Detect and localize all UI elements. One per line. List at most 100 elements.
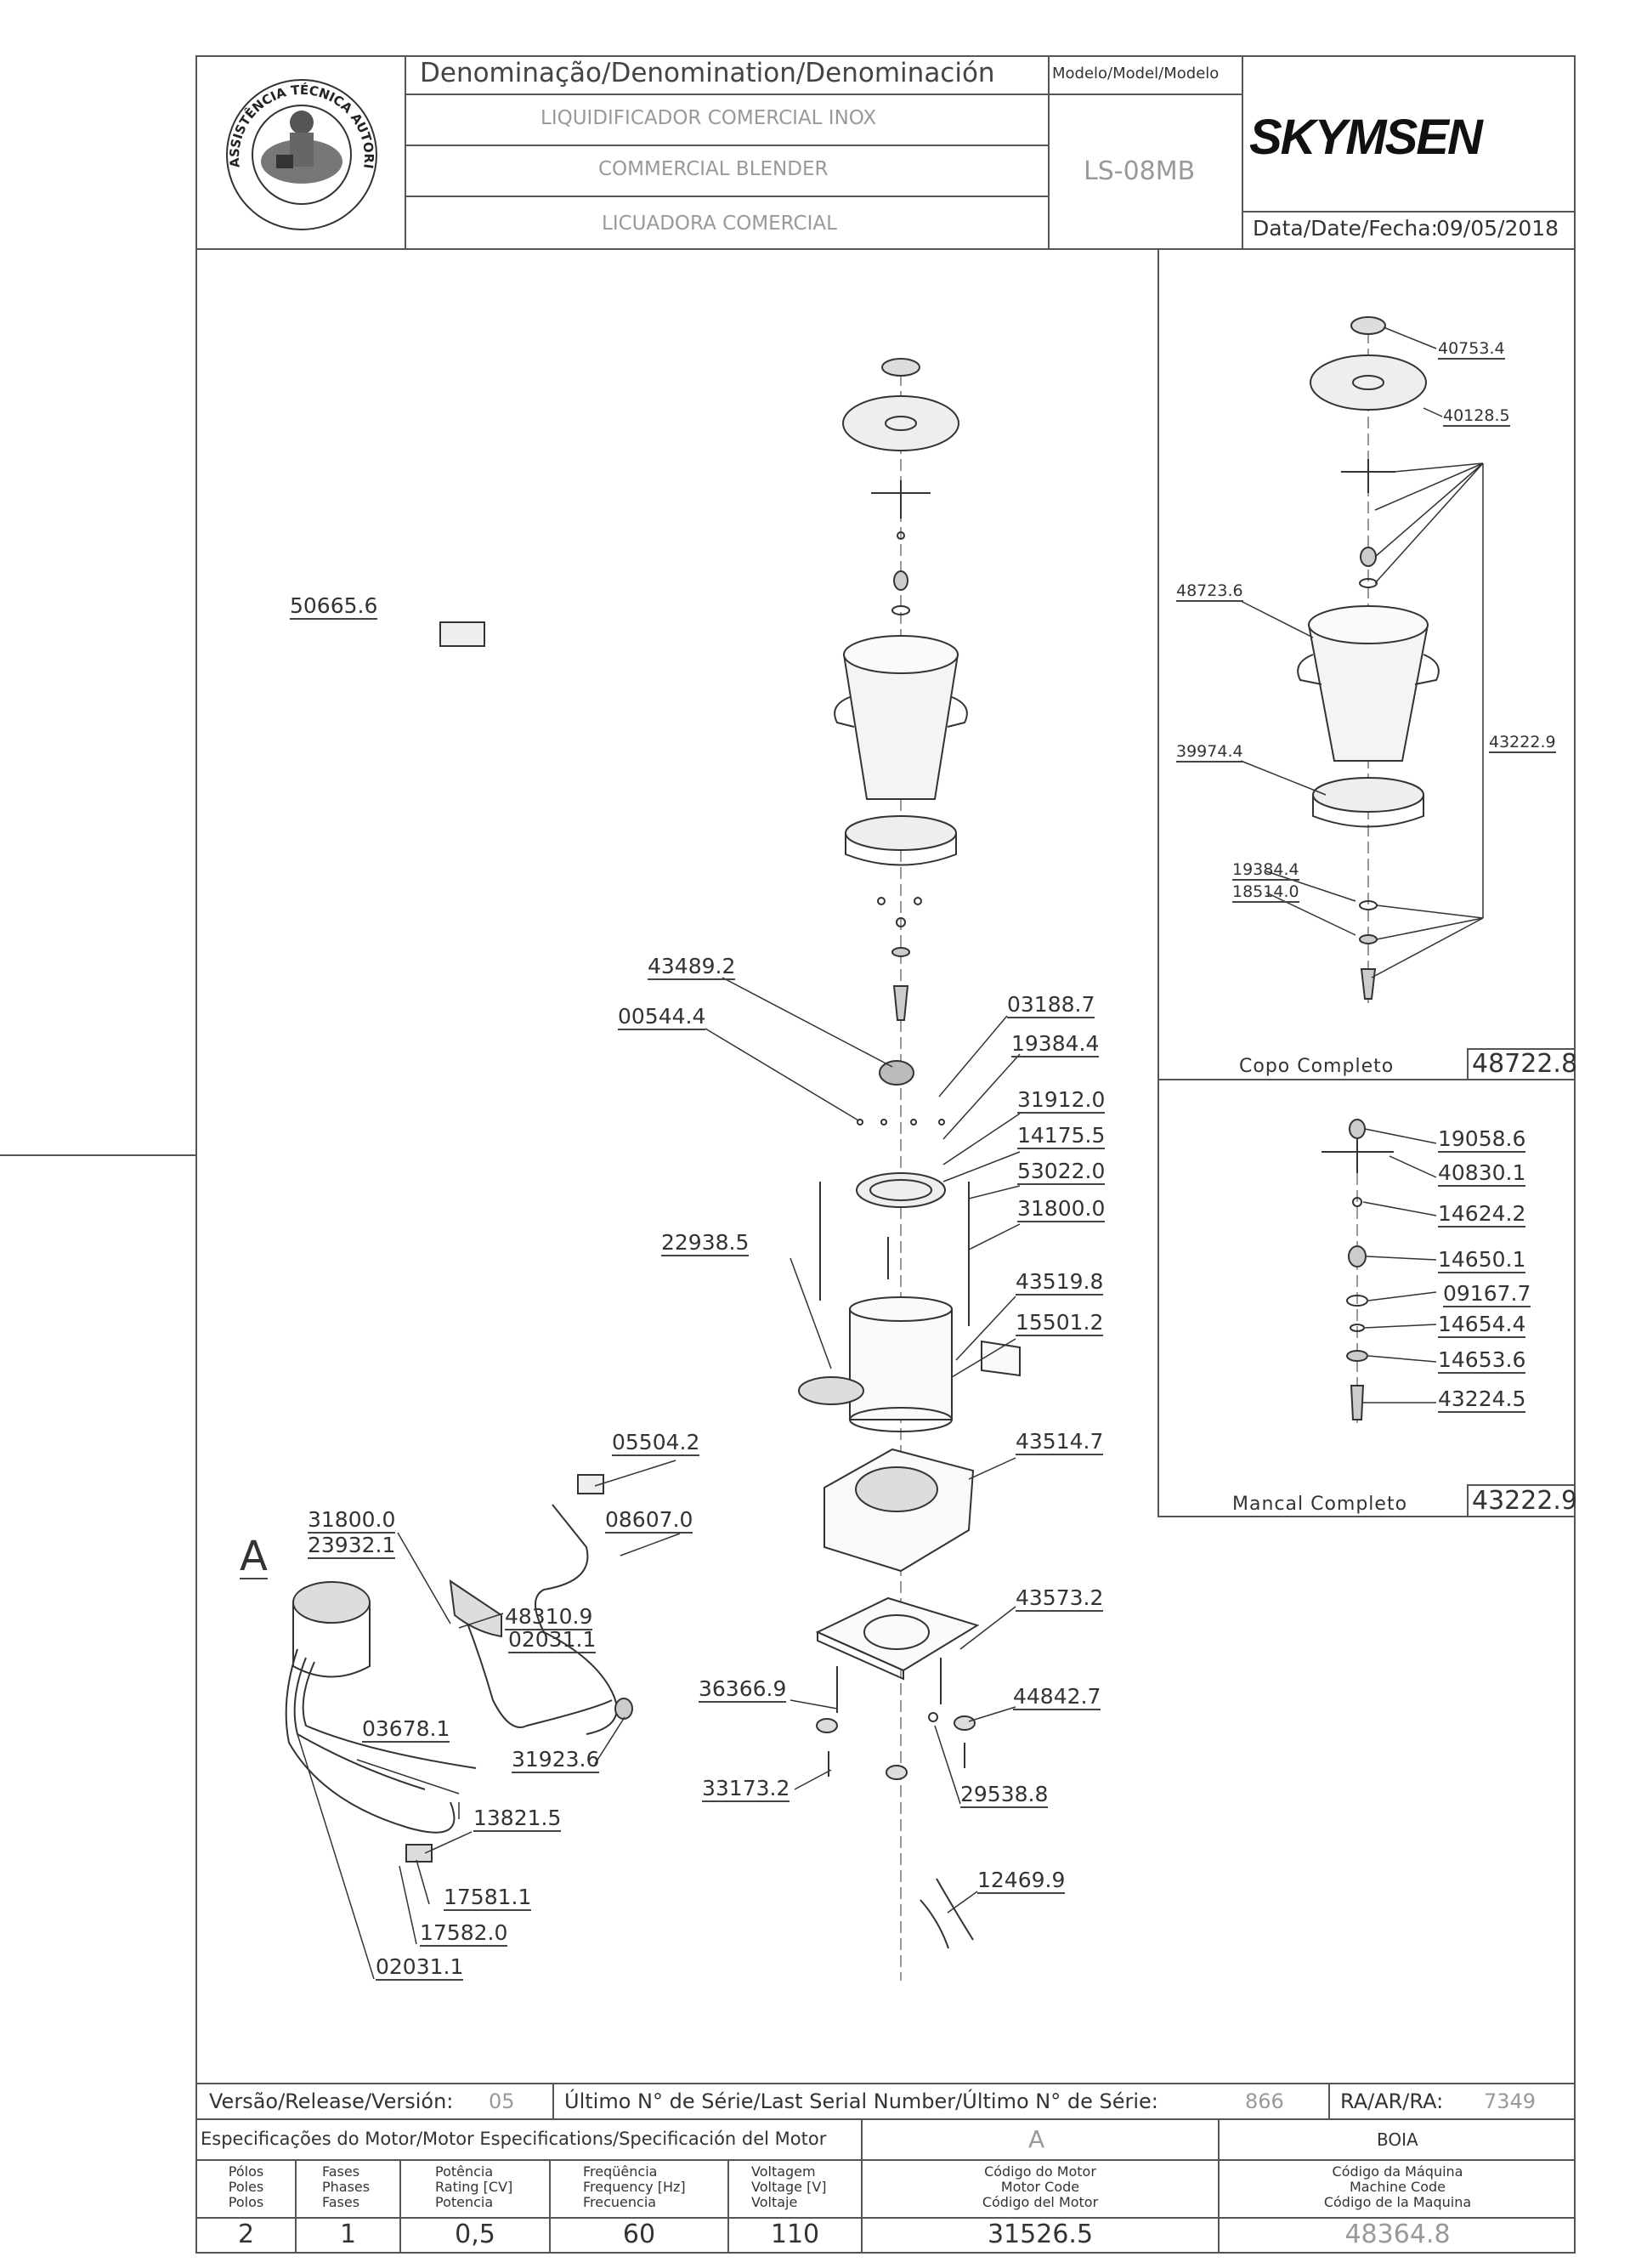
voltage-value: 110 — [770, 2220, 820, 2249]
frequency-value: 60 — [622, 2220, 656, 2249]
copo-title: Copo Completo — [1239, 1056, 1395, 1077]
ra-value: 7349 — [1484, 2089, 1537, 2113]
part-label: 13821.5 — [473, 1806, 562, 1832]
part-label: 39974.4 — [1176, 742, 1243, 763]
brand-logo: SKYMSEN — [1249, 110, 1483, 165]
mancal-code-box — [1467, 1484, 1576, 1517]
part-label: 43519.8 — [1016, 1269, 1104, 1296]
footer-divider — [1328, 2083, 1330, 2118]
part-label: 05504.2 — [612, 1430, 700, 1456]
product-name-pt: LIQUIDIFICADOR COMERCIAL INOX — [541, 107, 877, 129]
mancal-code: 43222.9 — [1472, 1486, 1578, 1516]
part-label: 14624.2 — [1438, 1201, 1526, 1228]
date-value: 09/05/2018 — [1436, 216, 1559, 241]
part-label: 02031.1 — [376, 1954, 464, 1981]
header-divider — [405, 196, 1048, 197]
part-label: 31800.0 — [1017, 1196, 1106, 1222]
part-label: 48310.9 — [505, 1604, 593, 1630]
version-value: 05 — [489, 2089, 515, 2113]
header-divider — [405, 55, 406, 249]
part-label: 15501.2 — [1016, 1310, 1104, 1336]
footer-line — [195, 2159, 1576, 2161]
part-label: 31912.0 — [1017, 1087, 1106, 1114]
part-label: 43222.9 — [1489, 733, 1556, 753]
inset-border — [1157, 1079, 1576, 1080]
motor-type: A — [1028, 2125, 1045, 2153]
part-label: 44842.7 — [1013, 1684, 1101, 1710]
phases-value: 1 — [339, 2220, 357, 2249]
product-name-es: LICUADORA COMERCIAL — [602, 213, 837, 235]
motor-spec-label: Especificações do Motor/Motor Especifica… — [201, 2129, 827, 2149]
part-label: 40128.5 — [1443, 406, 1510, 427]
footer-line — [195, 2083, 1576, 2084]
part-label: 14650.1 — [1438, 1247, 1526, 1273]
part-label: 14654.4 — [1438, 1312, 1526, 1338]
footer-divider — [861, 2118, 863, 2253]
part-label: 43489.2 — [648, 954, 736, 980]
serial-value: 866 — [1245, 2089, 1284, 2113]
header-divider — [405, 94, 1242, 95]
part-label: 03678.1 — [362, 1716, 450, 1743]
part-label: 17582.0 — [420, 1920, 508, 1947]
assembly-a-label: A — [240, 1533, 268, 1580]
part-label: 22938.5 — [661, 1230, 750, 1256]
version-label: Versão/Release/Versión: — [209, 2089, 454, 2113]
part-label: 14653.6 — [1438, 1347, 1526, 1374]
authorized-service-seal: ASSISTÊNCIA TÉCNICA AUTORIZADA — [217, 70, 387, 240]
date-label: Data/Date/Fecha: — [1253, 216, 1439, 241]
motor-code-value: 31526.5 — [987, 2220, 1094, 2249]
mancal-title: Mancal Completo — [1232, 1494, 1408, 1515]
footer-divider — [399, 2159, 401, 2253]
footer-divider — [549, 2159, 551, 2253]
header-divider — [1048, 55, 1050, 249]
part-label: 48723.6 — [1176, 581, 1243, 602]
part-label: 18514.0 — [1232, 882, 1299, 903]
drawing-frame — [195, 55, 1576, 2254]
header-divider — [405, 145, 1048, 146]
part-label: 33173.2 — [702, 1776, 790, 1802]
copo-code: 48722.8 — [1472, 1049, 1578, 1079]
ra-label: RA/AR/RA: — [1340, 2089, 1444, 2113]
copo-code-box — [1467, 1048, 1576, 1079]
footer-divider — [552, 2083, 554, 2118]
footer-line — [195, 2217, 1576, 2219]
part-label: 43573.2 — [1016, 1585, 1104, 1612]
model-title: Modelo/Model/Modelo — [1052, 65, 1220, 82]
part-label: 50665.6 — [290, 593, 378, 620]
part-label: 00544.4 — [618, 1004, 706, 1030]
header-divider — [1242, 55, 1243, 249]
power-value: 0,5 — [455, 2220, 495, 2249]
model-value: LS-08MB — [1084, 156, 1196, 186]
header-bottom-line — [195, 248, 1576, 250]
footer-divider — [727, 2159, 729, 2253]
part-label: 19384.4 — [1232, 860, 1299, 881]
header-divider — [1242, 211, 1576, 213]
part-label: 02031.1 — [508, 1627, 597, 1653]
part-label: 40753.4 — [1438, 339, 1505, 360]
part-label: 40830.1 — [1438, 1160, 1526, 1187]
inset-border — [1157, 248, 1159, 1517]
inset-border — [1157, 1516, 1576, 1517]
part-label: 17581.1 — [444, 1885, 532, 1911]
product-name-en: COMMERCIAL BLENDER — [598, 158, 829, 180]
part-label: 29538.8 — [960, 1782, 1049, 1808]
part-label: 23932.1 — [308, 1533, 396, 1559]
boia-label: BOIA — [1377, 2129, 1418, 2150]
footer-divider — [1218, 2118, 1220, 2253]
part-label: 03188.7 — [1007, 992, 1095, 1018]
part-label: 14175.5 — [1017, 1123, 1106, 1149]
serial-label: Último N° de Série/Last Serial Number/Úl… — [564, 2089, 1158, 2113]
part-label: 31923.6 — [512, 1747, 600, 1773]
poles-value: 2 — [237, 2220, 255, 2249]
part-label: 43224.5 — [1438, 1386, 1526, 1413]
denomination-title: Denominação/Denomination/Denominación — [420, 58, 995, 88]
part-label: 31800.0 — [308, 1507, 396, 1534]
page-margin-line — [0, 1154, 195, 1156]
